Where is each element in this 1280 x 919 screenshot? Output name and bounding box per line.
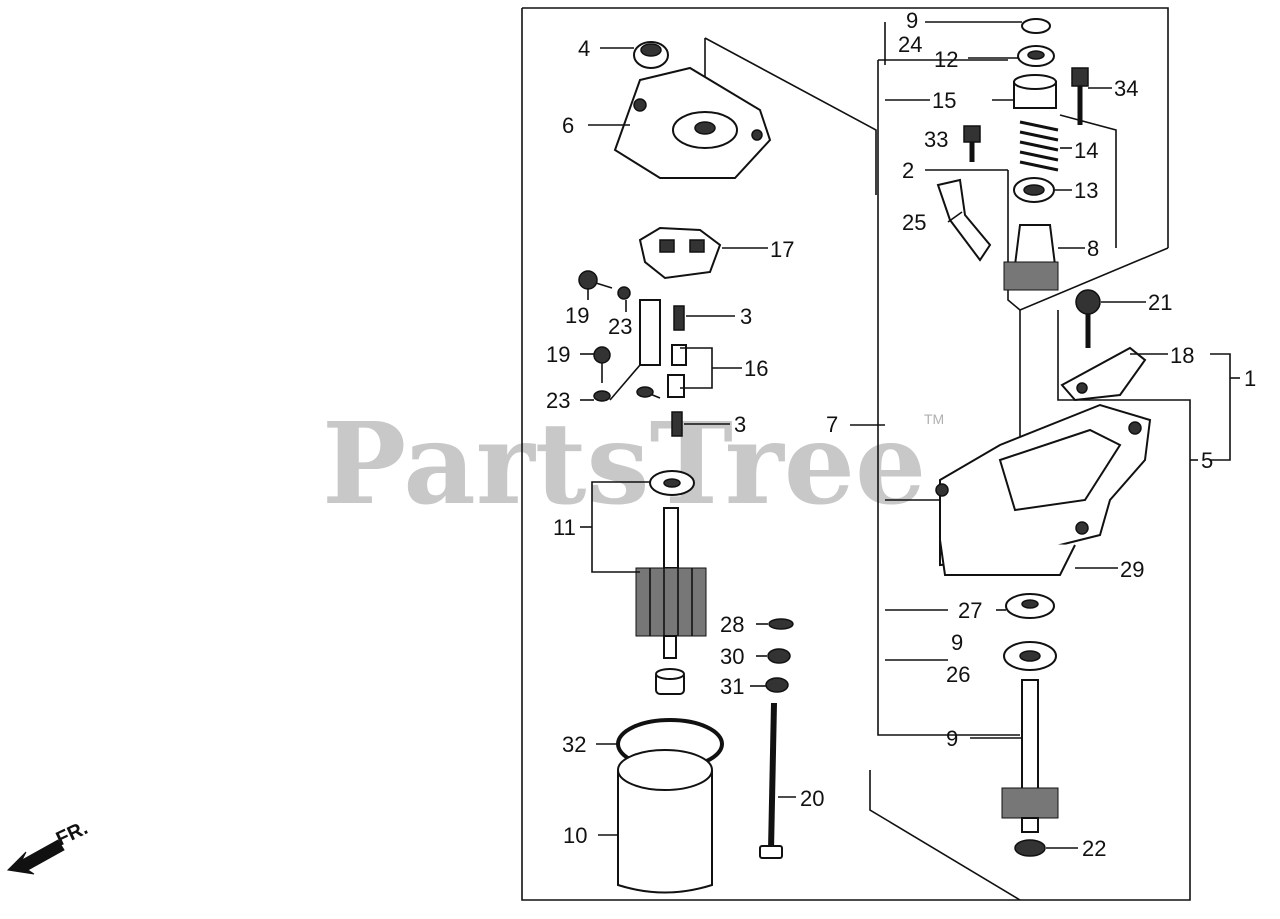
part-15-stopper [1013,74,1057,109]
callout-12: 12 [934,47,958,72]
left-assembly-frame [521,7,1169,901]
part-34-bolt [1071,67,1089,125]
part-21-bolt [1075,289,1101,348]
callout-24: 24 [898,32,922,57]
callout-13: 13 [1074,178,1098,203]
callout-9: 9 [906,8,918,33]
callout-26: 26 [946,662,970,687]
part-19-screw-upper [578,270,613,290]
callout-9: 9 [951,630,963,655]
callout-22: 22 [1082,836,1106,861]
part-27-washer [1005,593,1055,619]
part-30-washer [767,648,791,664]
part-3-spring-upper [673,305,685,331]
part-10-yoke [617,749,713,894]
callout-7: 7 [826,412,838,437]
callout-27: 27 [958,598,982,623]
callout-19: 19 [546,342,570,367]
callout-21: 21 [1148,290,1172,315]
callout-14: 14 [1074,138,1098,163]
callout-23: 23 [546,388,570,413]
leader-lines [580,21,1240,849]
callout-6: 6 [562,113,574,138]
callout-3: 3 [734,412,746,437]
callout-10: 10 [563,823,587,848]
part-13-collar [1013,177,1055,203]
callout-8: 8 [1087,236,1099,261]
callout-19: 19 [565,303,589,328]
callout-25: 25 [902,210,926,235]
part-18-bracket [1060,346,1147,402]
callout-4: 4 [578,36,590,61]
part-14-spring [1019,120,1059,172]
part-33-bolt [963,125,981,162]
callout-28: 28 [720,612,744,637]
front-direction-indicator: FR. [6,817,91,875]
part-16-brush-set [609,299,687,401]
callout-labels: 4 6 17 19 23 3 19 16 23 3 11 28 30 31 32… [546,8,1256,861]
part-8-pinion [1003,224,1059,291]
part-20-through-bolt [759,702,783,859]
callout-9: 9 [946,726,958,751]
part-22-washer [1014,839,1046,857]
callout-31: 31 [720,674,744,699]
part-25-lever [936,178,992,262]
callout-32: 32 [562,732,586,757]
part-19-screw-lower [593,346,611,383]
callout-3: 3 [740,304,752,329]
callout-2: 2 [902,158,914,183]
watermark-text: PartsTree [322,399,926,530]
callout-1: 1 [1244,366,1256,391]
part-11-armature [635,470,707,659]
part-31-nut [765,677,789,693]
part-12-seal [1017,45,1055,67]
right-assembly-frame [869,22,1191,901]
callout-34: 34 [1114,76,1138,101]
part-6-rear-cover [613,66,772,179]
callout-30: 30 [720,644,744,669]
part-26-bearing [1003,641,1057,671]
callout-20: 20 [800,786,824,811]
part-3-spring-lower [671,411,683,437]
callout-16: 16 [744,356,768,381]
armature-bushing [655,668,685,695]
part-23-washer-upper [617,286,631,300]
callout-33: 33 [924,127,948,152]
part-17-brush-holder [638,226,722,280]
part-gear-shaft [1001,679,1059,833]
callout-23: 23 [608,314,632,339]
callout-15: 15 [932,88,956,113]
part-9-washer-top [1021,18,1051,34]
watermark-trademark: TM [924,411,944,427]
callout-17: 17 [770,237,794,262]
part-23-washer-lower [593,390,611,402]
callout-11: 11 [553,515,576,540]
part-5-front-housing [935,403,1152,576]
callout-29: 29 [1120,557,1144,582]
direction-arrow-icon [6,839,65,875]
callout-5: 5 [1201,448,1213,473]
part-4-cap [633,41,669,69]
callout-18: 18 [1170,343,1194,368]
part-28-washer [768,618,794,630]
